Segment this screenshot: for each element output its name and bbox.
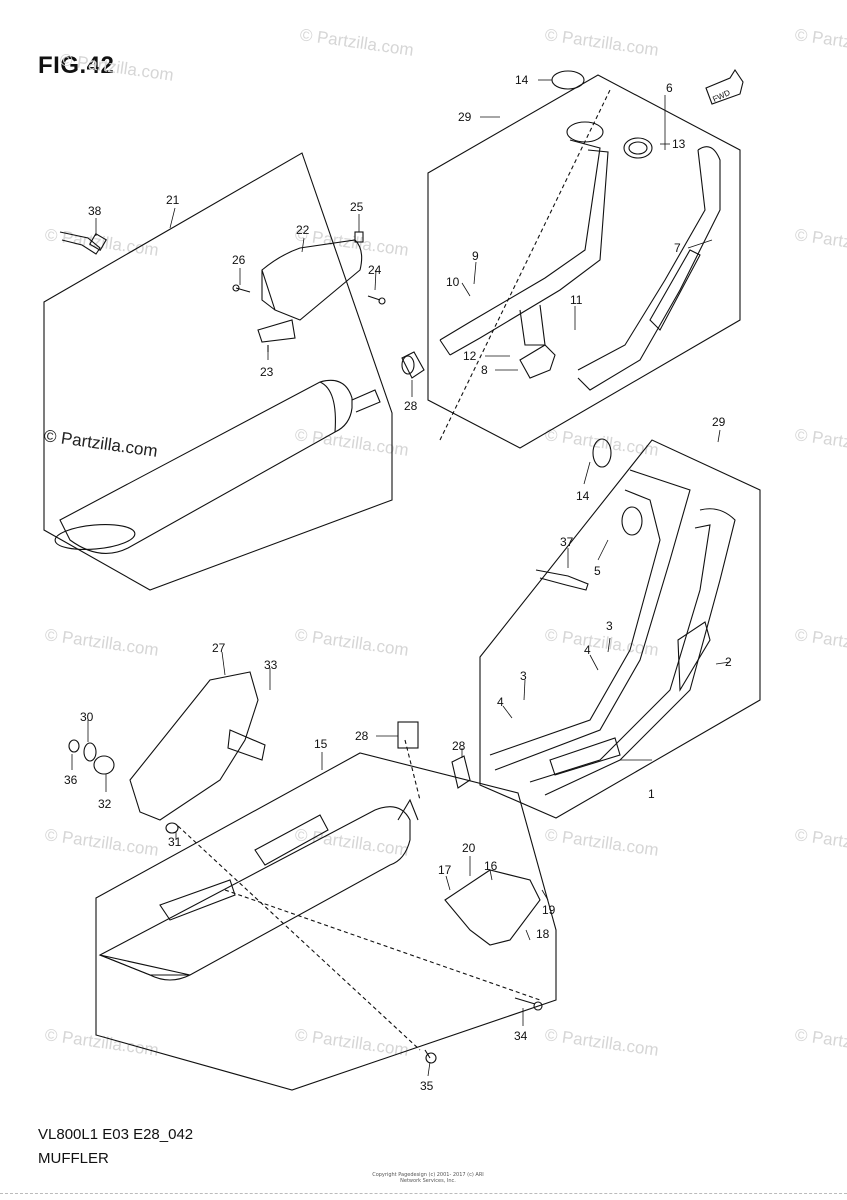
callout-4: 4: [584, 643, 591, 657]
callout-3: 3: [606, 619, 613, 633]
callout-14: 14: [576, 489, 590, 503]
diagram-name: MUFFLER: [38, 1150, 109, 1167]
callout-31: 31: [168, 835, 182, 849]
callout-9: 9: [472, 249, 479, 263]
callout-33: 33: [264, 658, 278, 672]
callout-20: 20: [462, 841, 476, 855]
callout-18: 18: [536, 927, 550, 941]
protector-16: [444, 869, 541, 946]
washer-parts: [68, 739, 179, 834]
callout-2: 2: [725, 655, 732, 669]
callout-15: 15: [314, 737, 328, 751]
callout-35: 35: [420, 1079, 434, 1093]
callout-23: 23: [260, 365, 274, 379]
callout-27: 27: [212, 641, 226, 655]
gasket-28-lower: [397, 721, 471, 789]
callout-4: 4: [497, 695, 504, 709]
sensor-lower-part: [535, 569, 589, 591]
callout-7: 7: [674, 241, 681, 255]
panel-exhaust-upper: [427, 74, 741, 449]
clamp-5: [621, 506, 643, 536]
callout-24: 24: [368, 263, 382, 277]
gasket-28-upper: [401, 351, 425, 379]
panel-muffler-upper: [43, 152, 393, 591]
gasket-14-lower: [592, 438, 612, 468]
callout-29: 29: [458, 110, 472, 124]
bottom-divider: [0, 1193, 847, 1194]
gasket-14-upper: [551, 70, 585, 90]
callout-29: 29: [712, 415, 726, 429]
callout-26: 26: [232, 253, 246, 267]
callout-13: 13: [672, 137, 686, 151]
callout-38: 38: [88, 204, 102, 218]
callout-37: 37: [560, 535, 574, 549]
figure-title: FIG.42: [38, 52, 115, 79]
panel-muffler-lower: [95, 752, 557, 1091]
exhaust-pipe-rear-part: [577, 146, 721, 391]
callout-32: 32: [98, 797, 112, 811]
callout-28: 28: [404, 399, 418, 413]
bracket-8: [519, 344, 556, 379]
exhaust-pipe-front-part: [439, 121, 609, 356]
muffler-upper-part: [54, 379, 381, 554]
callout-11: 11: [570, 293, 583, 307]
callout-14: 14: [515, 73, 529, 87]
bracket-27: [129, 671, 266, 821]
callout-25: 25: [350, 200, 364, 214]
bolt-small: [232, 231, 386, 352]
callout-3: 3: [520, 669, 527, 683]
callout-5: 5: [594, 564, 601, 578]
callout-21: 21: [166, 193, 180, 207]
callout-6: 6: [666, 81, 673, 95]
callout-30: 30: [80, 710, 94, 724]
callout-17: 17: [438, 863, 452, 877]
alignment-lines: [177, 89, 611, 1051]
panel-exhaust-lower: [479, 439, 761, 819]
callout-19: 19: [542, 903, 556, 917]
leader-lines: [71, 79, 731, 1077]
diagram-code: VL800L1 E03 E28_042: [38, 1126, 194, 1143]
callout-36: 36: [64, 773, 78, 787]
callout-8: 8: [481, 363, 488, 377]
callout-22: 22: [296, 223, 310, 237]
bolt-lower: [424, 997, 543, 1064]
footer-copyright: Copyright Pagedesign (c) 2001- 2017 (c) …: [372, 1172, 484, 1184]
exhaust-pipe-lower-part: [489, 469, 736, 796]
callout-28: 28: [355, 729, 369, 743]
callout-28: 28: [452, 739, 466, 753]
clamp-13: [623, 137, 653, 159]
callout-10: 10: [446, 275, 460, 289]
heat-shield-part: [257, 239, 363, 343]
callout-34: 34: [514, 1029, 528, 1043]
callout-16: 16: [484, 859, 498, 873]
callout-1: 1: [648, 787, 655, 801]
fwd-arrow-icon: [705, 68, 744, 105]
sensor-upper-part: [59, 231, 107, 255]
callout-labels: 14 6 29 13 38 21 25 22 26 24 9 10 7 11 1…: [64, 73, 732, 1093]
callout-12: 12: [463, 349, 477, 363]
muffler-lower-part: [98, 798, 419, 981]
